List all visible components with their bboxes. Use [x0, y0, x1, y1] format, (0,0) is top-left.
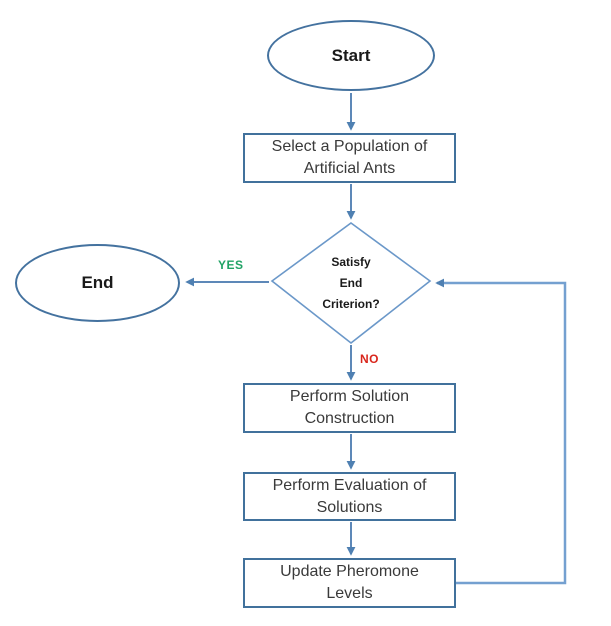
- decision-node-label: Satisfy End Criterion?: [291, 252, 411, 315]
- connector-update-to-decision-loop: [435, 278, 567, 585]
- update-pheromone-label-line1: Update Pheromone: [280, 563, 419, 580]
- no-edge-label: NO: [360, 352, 379, 366]
- update-pheromone-node: Update Pheromone Levels: [243, 558, 456, 608]
- start-node: Start: [267, 20, 435, 91]
- decision-label-line2: End: [339, 276, 363, 290]
- decision-label-line1: Satisfy: [331, 255, 371, 269]
- decision-diamond-shape: [270, 222, 432, 345]
- update-pheromone-label-line2: Levels: [326, 585, 373, 602]
- end-label: End: [81, 273, 114, 292]
- decision-label-line3: Criterion?: [322, 297, 380, 311]
- end-node: End: [15, 244, 180, 322]
- start-label: Start: [331, 45, 371, 65]
- evaluation-label-line2: Solutions: [316, 498, 383, 516]
- select-population-label-line1: Select a Population of: [271, 138, 428, 155]
- select-population-node: Select a Population of Artificial Ants: [243, 133, 456, 183]
- evaluation-node: Perform Evaluation of Solutions: [243, 472, 456, 521]
- solution-construction-label-line2: Construction: [304, 410, 395, 427]
- solution-construction-label-line1: Perform Solution: [289, 388, 410, 405]
- evaluation-label-line1: Perform Evaluation of: [272, 476, 427, 494]
- yes-edge-label: YES: [218, 258, 244, 272]
- select-population-label-line2: Artificial Ants: [303, 160, 396, 177]
- solution-construction-node: Perform Solution Construction: [243, 383, 456, 433]
